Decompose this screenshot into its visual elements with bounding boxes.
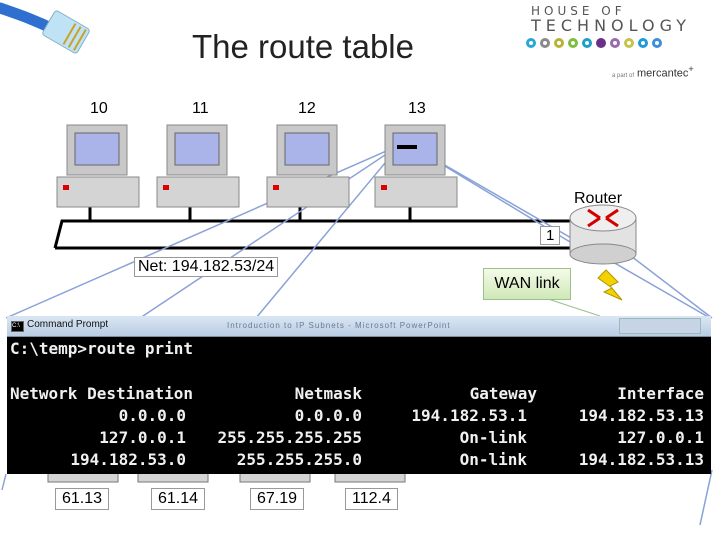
router-label: Router (574, 190, 623, 207)
logo-dot-8 (624, 38, 634, 48)
route-row-3-gateway: On-link (459, 450, 527, 469)
route-row-2-netmask: 255.255.255.255 (217, 428, 363, 447)
host-label-67-19: 67.19 (250, 488, 305, 510)
logo-dot-2 (540, 38, 550, 48)
route-row-3-interface: 194.182.53.13 (578, 450, 704, 469)
col-header-interface: Interface (617, 384, 704, 403)
mercantec-sub: a part of (612, 72, 635, 79)
col-header-destination: Network Destination (10, 384, 194, 403)
logo-dot-4 (568, 38, 578, 48)
cmd-background-title: Introduction to IP Subnets - Microsoft P… (227, 321, 451, 330)
cmd-prompt-line: C:\temp>route print (10, 339, 194, 358)
ethernet-cable-icon (0, 2, 90, 54)
pc-icons (56, 124, 458, 208)
pc-label-12: 12 (294, 100, 320, 118)
host-label-61-13: 61.13 (55, 488, 110, 510)
page-title: The route table (192, 28, 414, 65)
host-label-112-4: 112.4 (345, 488, 398, 510)
route-row-1-netmask: 0.0.0.0 (294, 406, 362, 425)
cmd-title-bar[interactable]: C:\ Command Prompt Introduction to IP Su… (7, 316, 711, 337)
pc-label-11: 11 (188, 100, 213, 118)
cmd-window-title: Command Prompt (27, 319, 109, 330)
route-row-1-destination: 0.0.0.0 (118, 406, 186, 425)
route-row-1-interface: 194.182.53.13 (578, 406, 704, 425)
route-row-2-gateway: On-link (459, 428, 527, 447)
wan-link-label: WAN link (483, 268, 571, 300)
logo-dot-10 (652, 38, 662, 48)
route-row-2-interface: 127.0.0.1 (617, 428, 704, 447)
route-row-1-gateway: 194.182.53.1 (411, 406, 527, 425)
lan-bus (53, 219, 580, 250)
route-row-3-netmask: 255.255.255.0 (236, 450, 362, 469)
col-header-netmask: Netmask (294, 384, 362, 403)
logo-dot-9 (638, 38, 648, 48)
mercantec-brand: mercantec (637, 67, 689, 80)
route-row-3-destination: 194.182.53.0 (70, 450, 186, 469)
logo-house-of: HOUSE OF (531, 4, 626, 18)
router-icon (569, 204, 637, 265)
cmd-thumbnail (619, 318, 701, 334)
route-row-2-destination: 127.0.0.1 (99, 428, 186, 447)
pc-label-10: 10 (86, 100, 112, 118)
pc-label-13: 13 (404, 100, 430, 118)
command-prompt-window[interactable]: C:\ Command Prompt Introduction to IP Su… (7, 316, 711, 474)
mercantec-plus: + (688, 64, 694, 74)
logo-technology: TECHNOLOGY (531, 16, 691, 35)
router-port-label: 1 (540, 226, 561, 245)
logo-dot-7 (610, 38, 620, 48)
host-label-61-14: 61.14 (151, 488, 206, 510)
network-label: Net: 194.182.53/24 (134, 257, 279, 277)
logo-dot-6 (596, 38, 606, 48)
logo-dot-1 (526, 38, 536, 48)
logo-dot-5 (582, 38, 592, 48)
logo-dots (526, 38, 662, 48)
cmd-window-icon: C:\ (11, 321, 24, 332)
logo-dot-3 (554, 38, 564, 48)
col-header-gateway: Gateway (469, 384, 537, 403)
lightning-icon (597, 269, 623, 301)
